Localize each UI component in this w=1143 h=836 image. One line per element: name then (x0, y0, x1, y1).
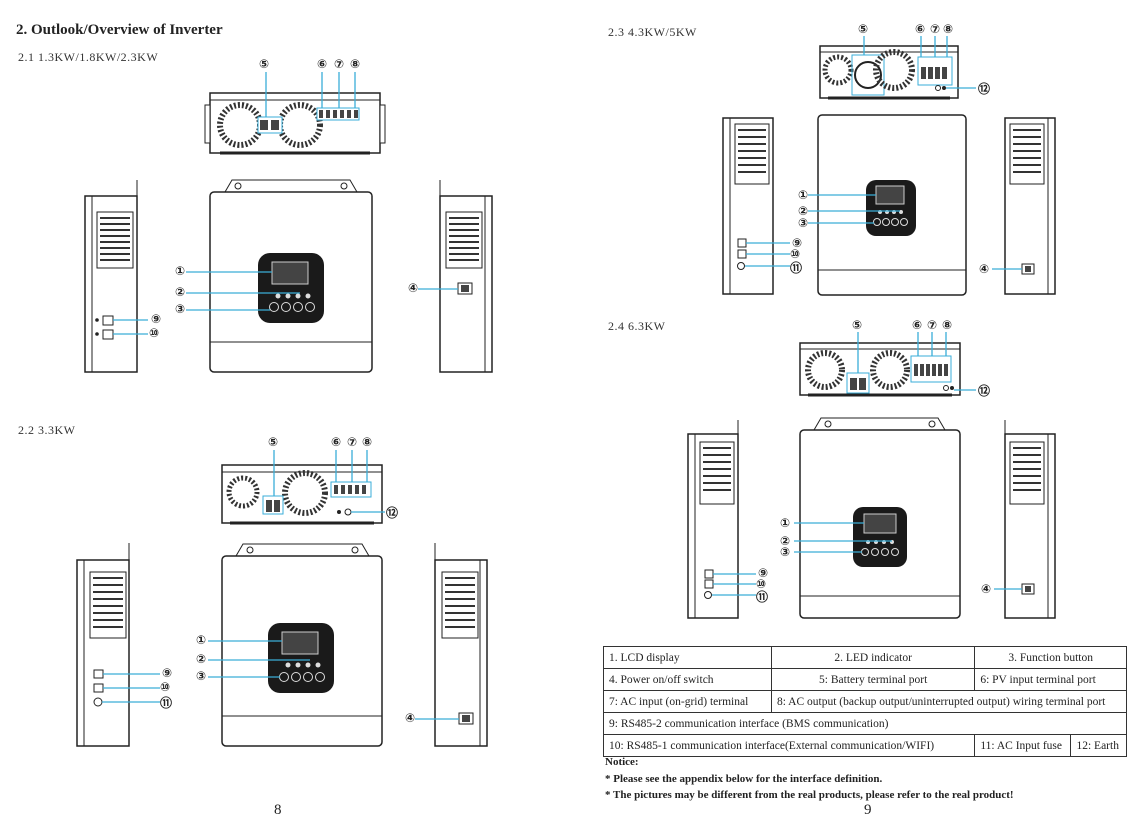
callout-2: ② (196, 652, 207, 666)
section-2-2-label: 2.2 3.3KW (18, 423, 76, 437)
callout-11: ⑪ (756, 590, 769, 604)
callout-10: ⑩ (160, 680, 171, 694)
table-cell: 7: AC input (on-grid) terminal (603, 690, 772, 713)
callout-8: ⑧ (943, 22, 954, 36)
callout-3: ③ (780, 545, 791, 559)
callout-9: ⑨ (151, 312, 162, 326)
diagram-2-1: ⑤ ⑥ ⑦ ⑧ ① ② ③ ④ ⑨ ⑩ (0, 0, 560, 400)
callout-3: ③ (175, 302, 186, 316)
inverter-views-2-3 (722, 36, 1056, 296)
callout-1: ① (780, 516, 791, 530)
callout-8: ⑧ (350, 57, 361, 71)
component-legend-table: 1. LCD display 2. LED indicator 3. Funct… (602, 646, 1127, 757)
callout-9: ⑨ (792, 236, 803, 250)
table-row: 10: RS485-1 communication interface(Exte… (602, 734, 1127, 757)
table-row: 7: AC input (on-grid) terminal 8: AC out… (603, 690, 1127, 713)
callout-4: ④ (408, 281, 419, 295)
notice-title: Notice: (605, 756, 639, 768)
table-cell: 8: AC output (backup output/uninterrupte… (771, 690, 1127, 713)
callout-5: ⑤ (268, 435, 279, 449)
diagram-2-2: ⑤ ⑥ ⑦ ⑧ ⑫ ① ② ③ ④ ⑨ ⑩ ⑪ (0, 0, 560, 800)
inverter-top-view-2-1 (84, 72, 493, 373)
callout-2: ② (780, 534, 791, 548)
notice-item: * The pictures may be different from the… (605, 789, 1014, 801)
table-row: 4. Power on/off switch 5: Battery termin… (603, 668, 1127, 691)
inverter-views-2-2 (76, 450, 488, 747)
diagram-2-4: ⑤ ⑥ ⑦ ⑧ ⑫ ① ② ③ ④ ⑨ ⑩ ⑪ (687, 318, 1056, 619)
table-cell: 4. Power on/off switch (603, 668, 772, 691)
callout-6: ⑥ (317, 57, 328, 71)
callout-10: ⑩ (149, 326, 160, 340)
table-cell: 1. LCD display (603, 646, 772, 669)
inverter-views-2-4 (687, 332, 1056, 619)
callout-7: ⑦ (930, 22, 941, 36)
callout-12: ⑫ (386, 506, 399, 520)
callout-8: ⑧ (362, 435, 373, 449)
table-cell: 2. LED indicator (770, 646, 976, 669)
notice-item: * Please see the appendix below for the … (605, 773, 883, 785)
callout-9: ⑨ (758, 566, 769, 580)
callout-5: ⑤ (259, 57, 270, 71)
section-2-4-label: 2.4 6.3KW (608, 319, 666, 333)
diagram-2-3: ⑤ ⑥ ⑦ ⑧ ⑫ ① ② ③ ④ ⑨ ⑩ ⑪ (0, 0, 1143, 310)
callout-4: ④ (405, 711, 416, 725)
callout-12: ⑫ (978, 82, 991, 96)
callout-5: ⑤ (858, 22, 869, 36)
callout-2: ② (798, 204, 809, 218)
callout-6: ⑥ (912, 318, 923, 332)
callout-6: ⑥ (331, 435, 342, 449)
callout-12: ⑫ (978, 384, 991, 398)
callout-11: ⑪ (160, 696, 173, 710)
page-number-left: 8 (274, 802, 282, 818)
table-row: 9: RS485-2 communication interface (BMS … (603, 712, 1127, 735)
table-cell: 5: Battery terminal port (770, 668, 976, 691)
table-cell: 3. Function button (974, 646, 1127, 669)
table-cell: 12: Earth (1070, 734, 1127, 757)
table-cell: 6: PV input terminal port (974, 668, 1127, 691)
section-2-3-label: 2.3 4.3KW/5KW (608, 25, 697, 39)
table-cell: 11: AC Input fuse (974, 734, 1072, 757)
callout-7: ⑦ (347, 435, 358, 449)
page-number-right: 9 (864, 802, 872, 818)
callout-2: ② (175, 285, 186, 299)
callout-4: ④ (979, 262, 990, 276)
callout-1: ① (175, 264, 186, 278)
callout-9: ⑨ (162, 666, 173, 680)
callout-10: ⑩ (790, 247, 801, 261)
callout-4: ④ (981, 582, 992, 596)
callout-5: ⑤ (852, 318, 863, 332)
table-row: 1. LCD display 2. LED indicator 3. Funct… (603, 646, 1127, 669)
callout-1: ① (196, 633, 207, 647)
table-cell: 9: RS485-2 communication interface (BMS … (603, 712, 1127, 735)
callout-3: ③ (798, 216, 809, 230)
callout-11: ⑪ (790, 261, 803, 275)
table-cell: 10: RS485-1 communication interface(Exte… (602, 734, 976, 757)
callout-3: ③ (196, 669, 207, 683)
callout-8: ⑧ (942, 318, 953, 332)
section-2-1-label: 2.1 1.3KW/1.8KW/2.3KW (18, 50, 159, 64)
callout-1: ① (798, 188, 809, 202)
section-heading: 2. Outlook/Overview of Inverter (16, 22, 223, 38)
callout-7: ⑦ (927, 318, 938, 332)
callout-10: ⑩ (756, 577, 767, 591)
callout-7: ⑦ (334, 57, 345, 71)
callout-6: ⑥ (915, 22, 926, 36)
